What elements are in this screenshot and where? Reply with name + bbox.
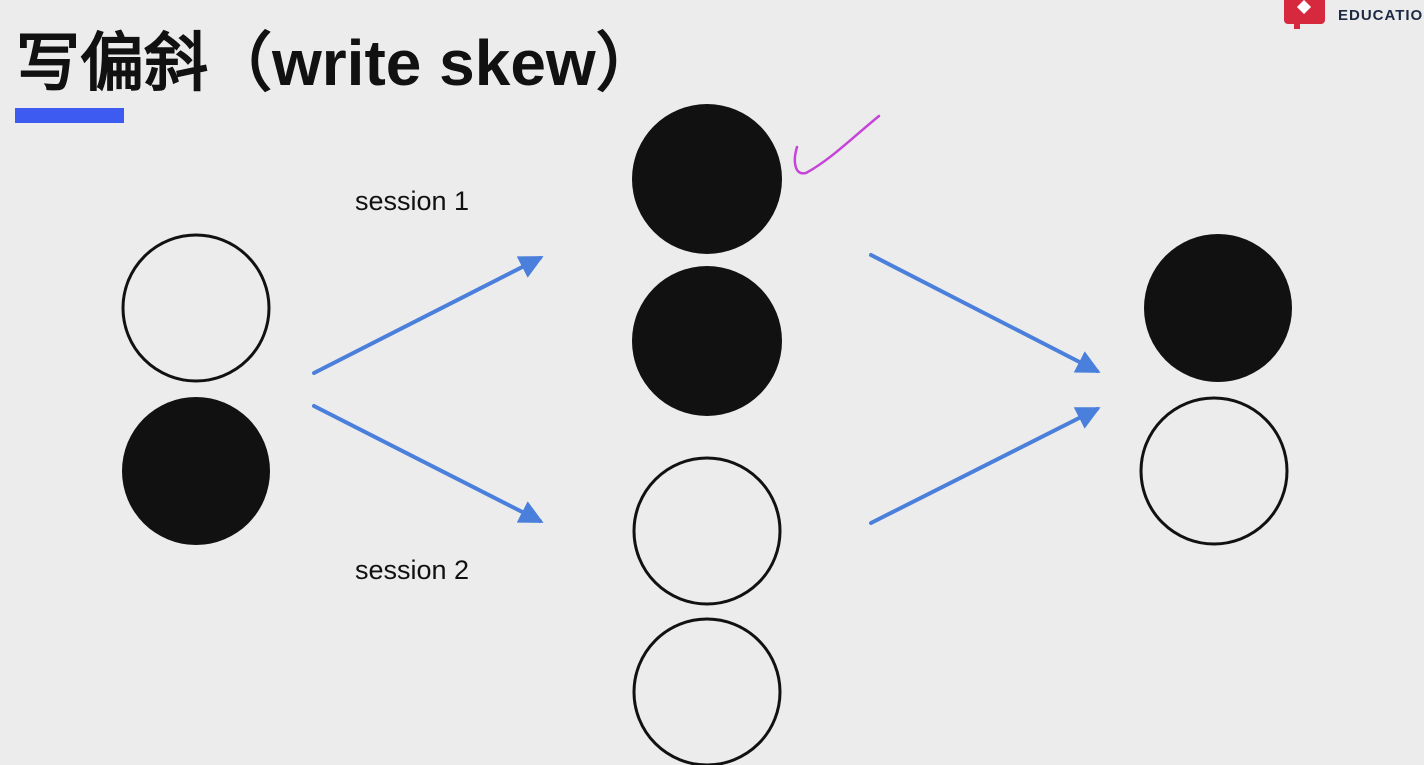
- brand-badge-icon: [1284, 0, 1325, 24]
- initial-state-circle-1: [121, 233, 271, 383]
- session-1-label: session 1: [355, 186, 470, 216]
- initial-state-circle-2: [122, 397, 270, 545]
- final-state-group: [1139, 234, 1292, 546]
- final-state-circle-2: [1139, 396, 1289, 546]
- session-states-group: [632, 104, 782, 765]
- page-title: 写偏斜（write skew）: [16, 27, 660, 99]
- initial-state-group: [121, 233, 271, 545]
- session-2-label: session 2: [355, 555, 470, 585]
- session-states-circle-2: [632, 266, 782, 416]
- arrow-merge-bottom: [869, 407, 1101, 525]
- arrow-session-1: [312, 256, 544, 375]
- final-state-circle-1: [1144, 234, 1292, 382]
- session-states-circle-3: [632, 456, 782, 606]
- brand-text: EDUCATIO: [1338, 7, 1424, 24]
- session-states-circle-1: [632, 104, 782, 254]
- title-underline: [15, 108, 124, 123]
- checkmark-icon: [793, 114, 881, 175]
- session-states-circle-4: [632, 617, 782, 765]
- brand-ribbon-icon: [1294, 22, 1300, 29]
- brand-logo: EDUCATIO: [1282, 0, 1424, 30]
- arrow-merge-top: [869, 253, 1101, 373]
- arrow-session-2: [312, 404, 544, 523]
